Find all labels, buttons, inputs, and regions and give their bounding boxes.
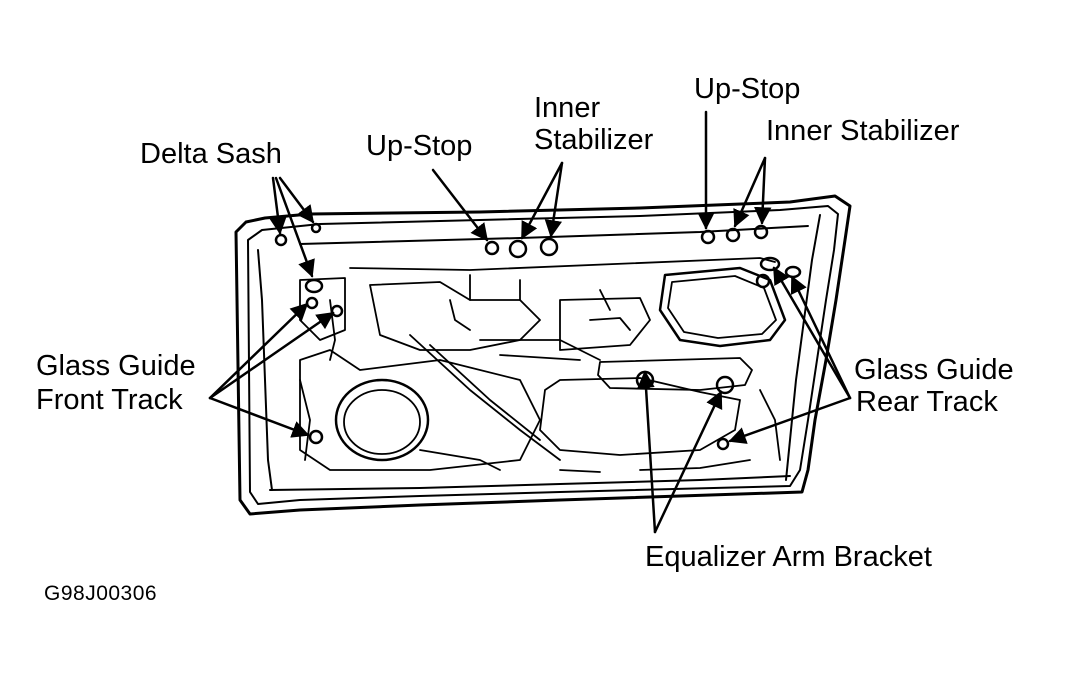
rear-track-bolt-4 [716,437,730,451]
delta-sash-bolt-upper [310,222,322,234]
front-track-bolt-3 [308,429,324,445]
label-glass-guide-front-line2: Front Track [36,384,183,416]
leader-arrows [208,110,852,534]
delta-sash-bolt-mid [304,278,324,294]
label-glass-guide-front-line1: Glass Guide [36,350,196,382]
rear-track-bolt-2 [784,265,802,279]
figure-code: G98J00306 [44,582,158,605]
label-delta-sash: Delta Sash [140,138,282,170]
bolts [274,222,802,451]
up-stop-right-bolt [700,229,716,245]
inner-stabilizer-right-bolt-2 [753,224,769,240]
label-inner-stabilizer-left-line2: Stabilizer [534,124,654,156]
label-up-stop-left: Up-Stop [366,130,473,162]
label-equalizer-arm-bracket: Equalizer Arm Bracket [645,541,932,573]
rear-track-bolt-3 [755,273,771,289]
label-inner-stabilizer-right: Inner Stabilizer [766,115,960,147]
inner-stabilizer-left-bolt-2 [539,237,559,257]
label-up-stop-right: Up-Stop [694,73,801,105]
door-outline [234,194,852,516]
front-track-bolt-1 [305,296,319,310]
inner-panel [299,257,787,473]
equalizer-bolt-2 [715,375,735,395]
delta-sash-bolt-lower [274,233,288,247]
up-stop-left-bolt [484,240,500,256]
inner-stabilizer-right-bolt-1 [725,227,741,243]
rear-track-bolt-1 [759,256,781,272]
label-glass-guide-rear-line2: Rear Track [856,386,998,418]
label-inner-stabilizer-left-line1: Inner [534,92,601,124]
front-track-bolt-2 [330,304,344,318]
label-glass-guide-rear-line1: Glass Guide [854,354,1014,386]
inner-stabilizer-left-bolt-1 [508,239,528,259]
